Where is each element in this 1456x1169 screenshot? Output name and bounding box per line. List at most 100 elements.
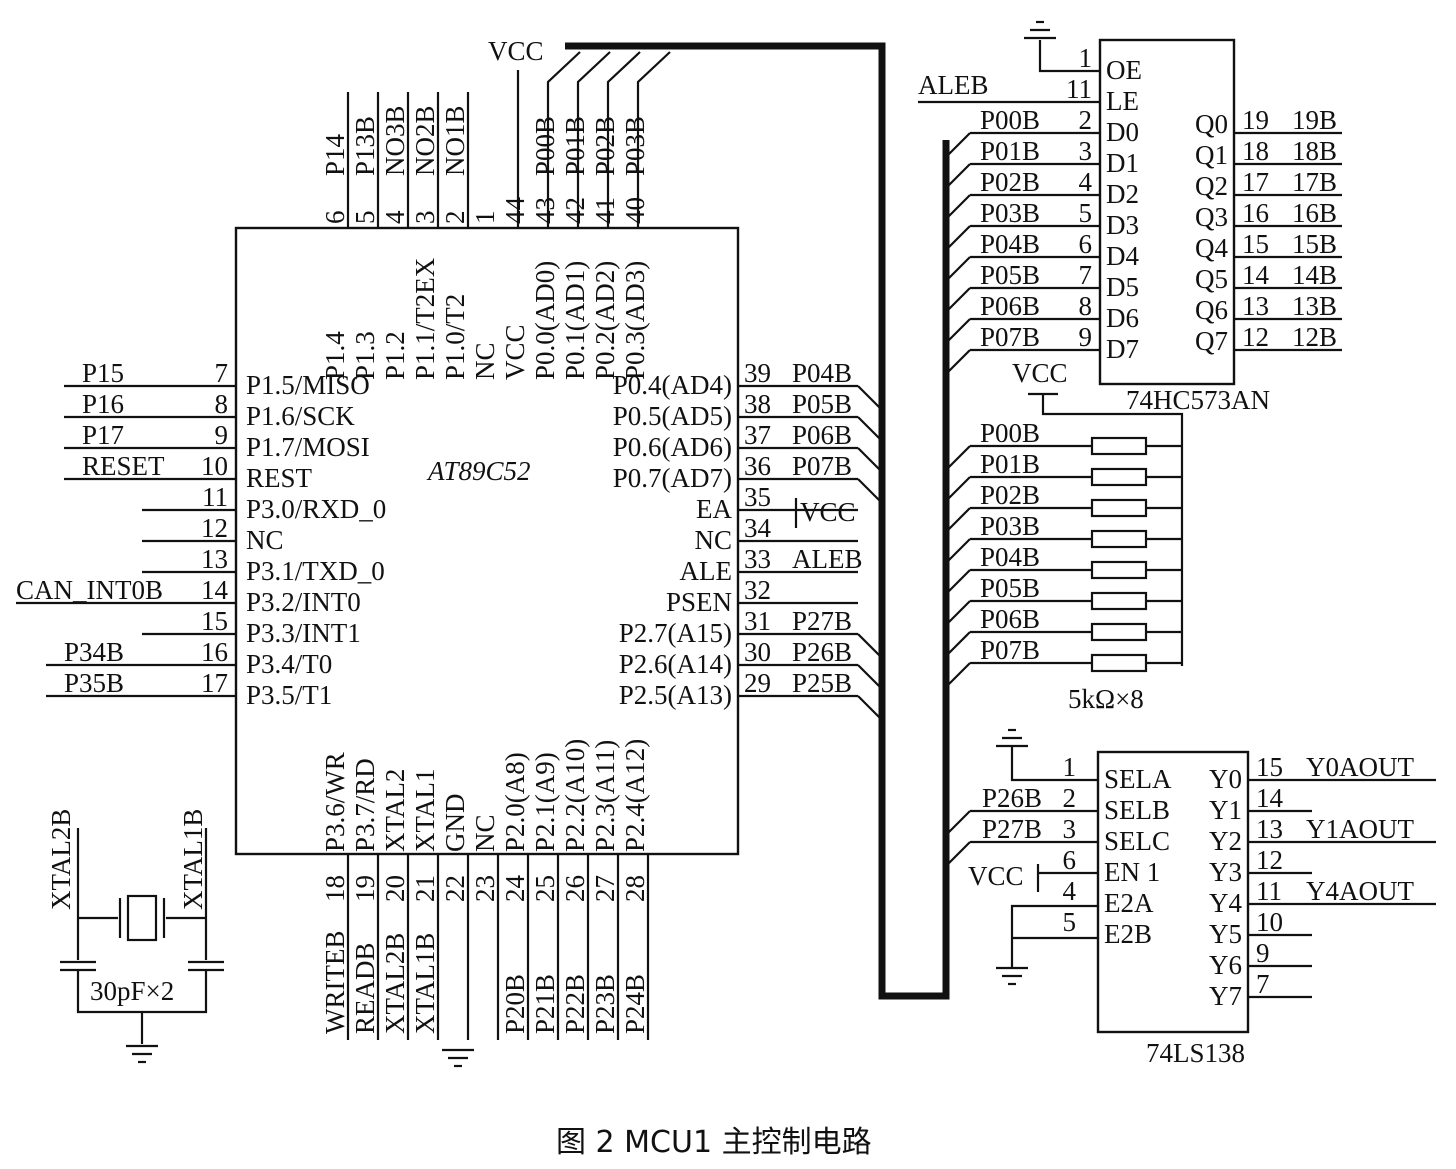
pin-label: D1 xyxy=(1106,148,1139,178)
pin-number: 36 xyxy=(744,451,771,481)
pin-number: 23 xyxy=(470,875,500,902)
pin-label: EN 1 xyxy=(1104,857,1160,887)
bus-entry xyxy=(945,349,971,375)
net-label: P00B xyxy=(530,116,560,176)
bus-entry xyxy=(857,385,883,411)
pin-number: 43 xyxy=(530,197,560,224)
pin-label: Q7 xyxy=(1195,326,1228,356)
pin-number: 6 xyxy=(1079,229,1093,259)
pin-number: 34 xyxy=(744,513,772,543)
net-label: P03B xyxy=(980,198,1040,228)
net-label: P26B xyxy=(982,783,1042,813)
pin-number: 19 xyxy=(1242,105,1269,135)
capacitor-symbol xyxy=(60,960,224,972)
pin-label: P2.4(A12) xyxy=(620,739,650,852)
pin-number: 28 xyxy=(620,875,650,902)
e2a-gnd-wire xyxy=(1010,904,1098,968)
sela-gnd-wire xyxy=(1010,746,1098,782)
pin-label: E2B xyxy=(1104,919,1152,949)
pin-number: 11 xyxy=(1256,876,1282,906)
pin-label: Y1 xyxy=(1209,795,1242,825)
pin-label: D5 xyxy=(1106,272,1139,302)
pin-label: XTAL2 xyxy=(380,769,410,852)
pin-label: P2.3(A11) xyxy=(590,740,620,852)
net-label: P20B xyxy=(500,974,530,1034)
pin-number: 2 xyxy=(1063,783,1077,813)
pin-label: Q5 xyxy=(1195,264,1228,294)
net-label: 14B xyxy=(1292,260,1337,290)
pin-number: 2 xyxy=(1079,105,1093,135)
pin-number: 7 xyxy=(1079,260,1093,290)
data-bus xyxy=(565,42,950,1000)
pin-label: P2.0(A8) xyxy=(500,752,530,852)
pin-label: P2.6(A14) xyxy=(619,649,732,679)
net-label: P04B xyxy=(980,229,1040,259)
net-label: P07B xyxy=(980,635,1040,665)
pin-label: P1.5/MISO xyxy=(246,370,370,400)
latch-name: 74HC573AN xyxy=(1126,385,1270,415)
pin-number: 40 xyxy=(620,197,650,224)
pin-label: Y0 xyxy=(1209,764,1242,794)
bus-entry xyxy=(606,51,641,228)
pin-number: 16 xyxy=(201,637,228,667)
oe-gnd-wire xyxy=(1038,40,1100,73)
pin-label: SELB xyxy=(1104,795,1170,825)
pin-number: 11 xyxy=(1066,74,1092,104)
pin-number: 9 xyxy=(1079,322,1093,352)
pin-label: VCC xyxy=(500,324,530,380)
pin-number: 15 xyxy=(1242,229,1269,259)
resistor-symbol xyxy=(1090,622,1148,642)
pin-number: 14 xyxy=(201,575,229,605)
pin-number: 8 xyxy=(215,389,229,419)
pin-label: XTAL1 xyxy=(410,769,440,852)
pin-number: 8 xyxy=(1079,291,1093,321)
net-label: P21B xyxy=(530,974,560,1034)
pin-label: P1.4 xyxy=(320,331,350,380)
pin-number: 13 xyxy=(1242,291,1269,321)
pin-number: 7 xyxy=(215,358,229,388)
pin-number: 14 xyxy=(1242,260,1270,290)
pin-number: 3 xyxy=(410,211,440,225)
en1-vcc-label: VCC xyxy=(968,861,1024,891)
latch-body xyxy=(1098,38,1236,386)
net-label: WRITEB xyxy=(320,931,350,1034)
net-label: NO2B xyxy=(410,105,440,176)
pin-number: 26 xyxy=(560,875,590,902)
pin-label: P1.6/SCK xyxy=(246,401,355,431)
pin-label: P0.3(AD3) xyxy=(620,261,650,380)
pin-label: P3.3/INT1 xyxy=(246,618,361,648)
decoder-body xyxy=(1096,750,1250,1034)
net-label: P05B xyxy=(980,573,1040,603)
net-label: P07B xyxy=(980,322,1040,352)
pin-label: D0 xyxy=(1106,117,1139,147)
bus-entry xyxy=(945,445,971,471)
pin-number: 12 xyxy=(201,513,228,543)
pin-label: Y3 xyxy=(1209,857,1242,887)
net-label: P25B xyxy=(792,668,852,698)
pin-label: SELA xyxy=(1104,764,1172,794)
pin-number: 17 xyxy=(201,668,228,698)
pin-label: P3.7/RD xyxy=(350,758,380,852)
net-label: P17 xyxy=(82,420,124,450)
pin-label: P1.2 xyxy=(380,331,410,380)
pin-label: NC xyxy=(694,525,732,555)
pin-label: P0.1(AD1) xyxy=(560,261,590,380)
pin-number: 3 xyxy=(1079,136,1093,166)
pin-label: Y5 xyxy=(1209,919,1242,949)
pin-label: NC xyxy=(470,342,500,380)
pin-number: 27 xyxy=(590,875,620,902)
net-label: P01B xyxy=(560,116,590,176)
net-label: 15B xyxy=(1292,229,1337,259)
pin-label: NC xyxy=(470,814,500,852)
pin-number: 30 xyxy=(744,637,771,667)
bus-entry xyxy=(945,132,971,158)
cap-label: 30pF×2 xyxy=(90,976,174,1006)
pin-label: Q1 xyxy=(1195,140,1228,170)
pin-label: P3.2/INT0 xyxy=(246,587,361,617)
bus-entry xyxy=(857,478,883,504)
pin-number: 7 xyxy=(1256,969,1270,999)
pin-number: 5 xyxy=(350,211,380,225)
net-label: P13B xyxy=(350,116,380,176)
pin-number: 16 xyxy=(1242,198,1269,228)
